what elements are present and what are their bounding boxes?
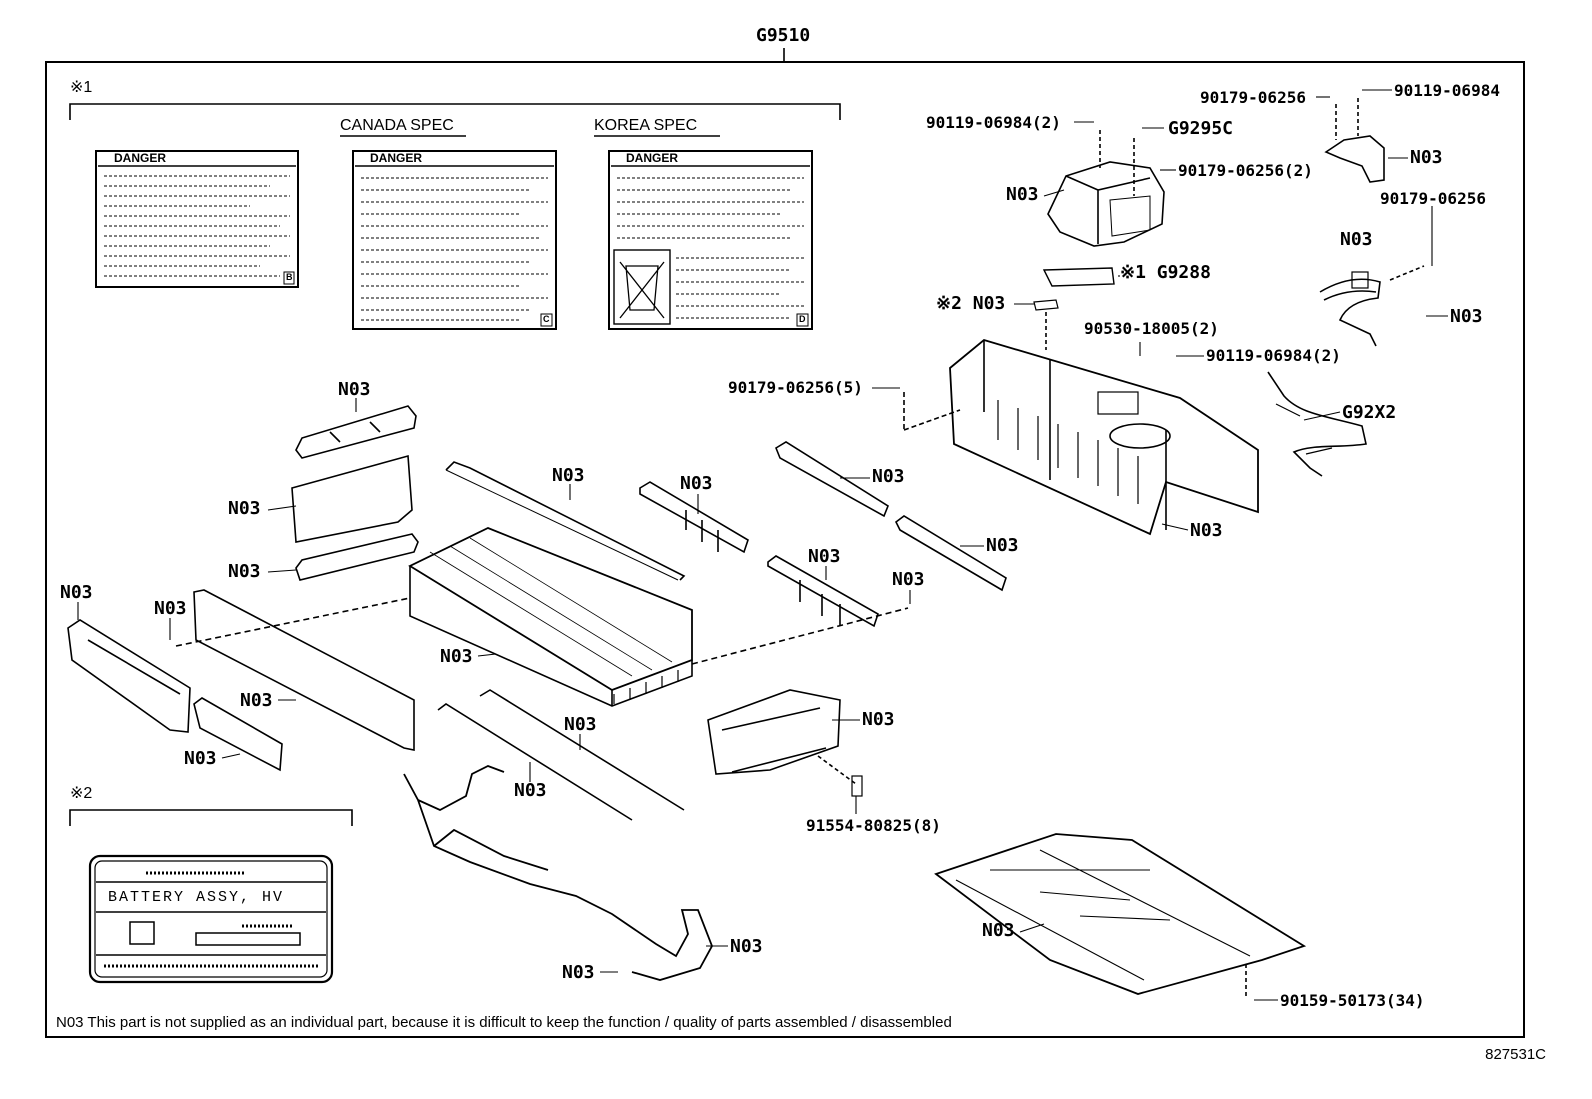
callout-90119-06984-top: 90119-06984 (1394, 81, 1500, 100)
busbar-left (193, 589, 415, 751)
rail-upper (775, 441, 889, 518)
callout-n03-clip: N03 (228, 561, 261, 582)
callout-n03-nut-middle: N03 (892, 569, 925, 590)
diagram-frame (45, 61, 1525, 1038)
callout-n03-rail2: N03 (986, 535, 1019, 556)
upper-cover-part (1047, 130, 1165, 247)
assembly-code-label: G9510 (756, 25, 811, 46)
rod-lower-2 (479, 689, 685, 811)
bus-bar-module-2 (767, 555, 879, 628)
label-b-danger: DANGER (114, 151, 167, 165)
battery-module-stack (408, 527, 693, 707)
nameplate-text: BATTERY ASSY, HV (108, 889, 285, 906)
end-plate-left (291, 454, 413, 543)
footnote-n03: N03 This part is not supplied as an indi… (56, 1014, 952, 1031)
callout-n03-wire-right: N03 (1340, 229, 1373, 250)
callout-n03-bracket-middle: N03 (862, 709, 895, 730)
label-d-letter: D (799, 314, 806, 324)
callout-n03-nut-right: N03 (1450, 306, 1483, 327)
callout-90179-06256-2: 90179-06256(2) (1178, 161, 1313, 180)
callout-n03-bracket-right: N03 (1410, 147, 1443, 168)
rod-upper (445, 461, 686, 581)
callout-n03-tray: N03 (982, 920, 1015, 941)
group2-marker: ※2 (70, 785, 93, 802)
battery-nameplate (88, 854, 334, 984)
callout-n03-small-left: N03 (184, 748, 217, 769)
callout-90119-06984-2b: 90119-06984(2) (1206, 346, 1341, 365)
lower-holder-bar (295, 533, 419, 581)
callout-90119-06984-2a: 90119-06984(2) (926, 113, 1061, 132)
right-bracket-part (1324, 98, 1385, 183)
callout-n03-harness: N03 (730, 936, 763, 957)
label-c-letter: C (543, 314, 550, 324)
callout-n03-nut-left: N03 (154, 598, 187, 619)
gasket-sheet (1042, 267, 1115, 287)
g92x2-harness (1267, 371, 1367, 477)
label-c-danger: DANGER (370, 151, 423, 165)
label-d-danger: DANGER (626, 151, 679, 165)
label-b-letter: B (286, 272, 293, 282)
bolt-91554 (851, 775, 863, 797)
small-plate (1033, 299, 1059, 311)
callout-n03-rod1: N03 (552, 465, 585, 486)
callout-n03-top-bar: N03 (338, 379, 371, 400)
callout-n03-busbar-left: N03 (240, 690, 273, 711)
bracket-middle (707, 689, 841, 775)
callout-n03-harness-bottom: N03 (562, 962, 595, 983)
callout-n03-bus1: N03 (680, 473, 713, 494)
callout-90159-50173: 90159-50173(34) (1280, 991, 1425, 1010)
callout-n03-bus2: N03 (808, 546, 841, 567)
rail-lower (894, 515, 1007, 592)
callout-91554-80825: 91554-80825(8) (806, 816, 941, 835)
callout-n03-end-left: N03 (60, 582, 93, 603)
warning-label-c (352, 150, 557, 330)
group1-marker: ※1 (70, 79, 93, 96)
bus-bar-module-1 (639, 481, 749, 554)
callout-90179-06256-top: 90179-06256 (1200, 88, 1306, 107)
callout-g92x2: G92X2 (1342, 402, 1397, 423)
leader-lines (77, 89, 1448, 1001)
battery-upper-case (903, 339, 1259, 536)
callout-90530-18005: 90530-18005(2) (1084, 319, 1219, 338)
callout-n03-stack: N03 (440, 646, 473, 667)
reference-code: 827531C (1485, 1046, 1546, 1063)
warning-label-b (95, 150, 299, 288)
callout-n03-rod3: N03 (514, 780, 547, 801)
callout-n03-rod2: N03 (564, 714, 597, 735)
top-holder-bar (295, 405, 417, 459)
right-wire-part (1319, 265, 1425, 347)
callout-n03-plate: N03 (228, 498, 261, 519)
lower-tray (934, 833, 1307, 998)
callout-n03-rail1: N03 (872, 466, 905, 487)
callout-90179-06256-right: 90179-06256 (1380, 189, 1486, 208)
callout-g9295c: G9295C (1168, 118, 1234, 139)
callout-n03-cover: N03 (1006, 184, 1039, 205)
callout-90179-06256-5: 90179-06256(5) (728, 378, 863, 397)
callout-n03-star2: ※2 N03 (936, 293, 1006, 314)
rod-lower-1 (437, 703, 633, 821)
callout-g9288: ※1 G9288 (1120, 262, 1211, 283)
korea-spec-label: KOREA SPEC (594, 117, 698, 134)
group1-bracket (69, 103, 841, 120)
callout-n03-case: N03 (1190, 520, 1223, 541)
end-cover-left (67, 619, 191, 733)
canada-spec-label: CANADA SPEC (340, 117, 454, 134)
small-end-left (193, 697, 283, 772)
group2-bracket (69, 809, 353, 826)
wire-harness (403, 765, 713, 981)
warning-label-d (608, 150, 813, 330)
